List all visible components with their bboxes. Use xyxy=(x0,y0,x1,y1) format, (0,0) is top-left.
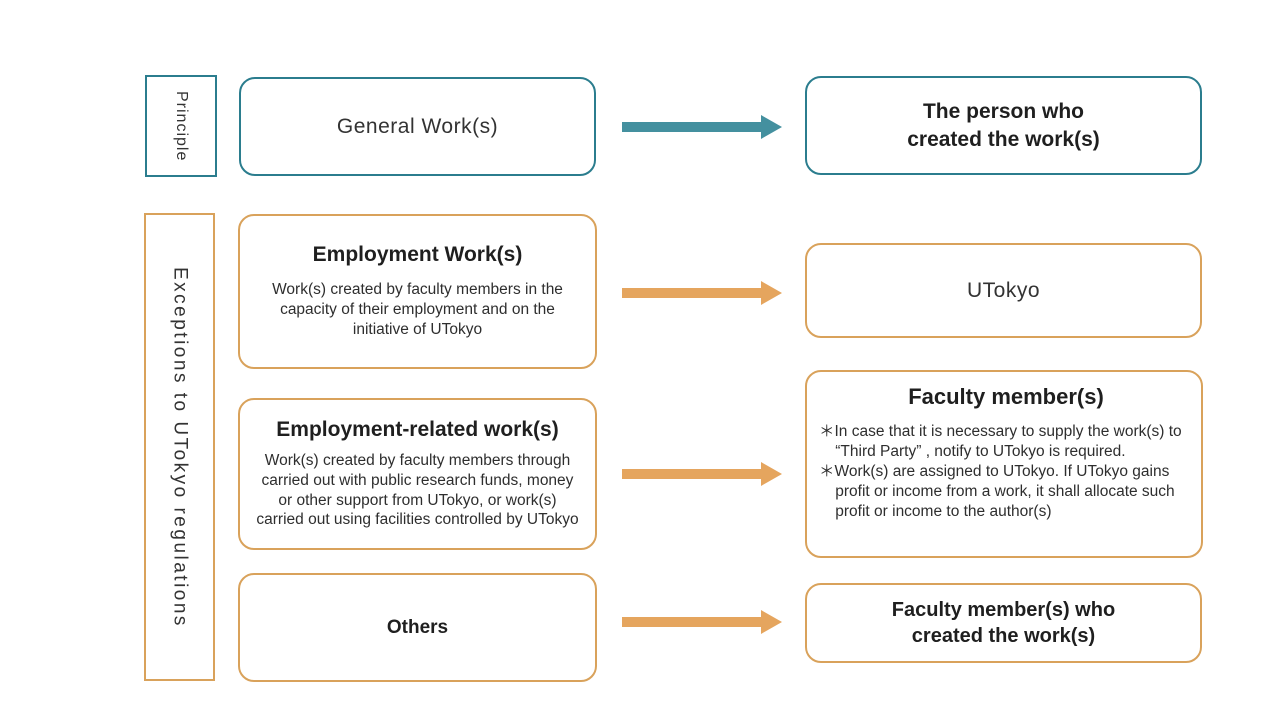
arrow-head xyxy=(761,610,782,634)
right-arrow-icon xyxy=(622,462,782,486)
utokyo-title: UTokyo xyxy=(966,278,1041,302)
arrow-shaft xyxy=(622,122,761,132)
arrow-head xyxy=(761,115,782,139)
employment-related-title: Employment-related work(s) xyxy=(276,417,559,441)
arrow-shaft xyxy=(622,617,761,627)
employment-related-description: Work(s) created by faculty members throu… xyxy=(256,451,579,529)
faculty-members-notes: ＊In case that it is necessary to supply … xyxy=(819,422,1193,522)
principle-label: Principle xyxy=(173,90,190,162)
employment-works-description: Work(s) created by faculty members in th… xyxy=(272,281,563,338)
arrow-head xyxy=(761,462,782,486)
right-arrow-icon xyxy=(622,115,782,139)
faculty-who-created-box: Faculty member(s) who created the work(s… xyxy=(805,583,1202,663)
employment-related-box: Employment-related work(s) Work(s) creat… xyxy=(238,398,597,550)
employment-works-title: Employment Work(s) xyxy=(312,243,523,267)
faculty-members-box: Faculty member(s) ＊In case that it is ne… xyxy=(805,370,1203,558)
arrow-head xyxy=(761,281,782,305)
others-title: Others xyxy=(386,616,449,638)
employment-works-box: Employment Work(s) Work(s) created by fa… xyxy=(238,214,597,369)
exceptions-label: Exceptions to UTokyo regulations xyxy=(169,266,191,628)
faculty-note: ＊Work(s) are assigned to UTokyo. If UTok… xyxy=(819,462,1175,520)
utokyo-box: UTokyo xyxy=(805,243,1202,338)
general-works-title: General Work(s) xyxy=(336,114,499,138)
exceptions-label-box: Exceptions to UTokyo regulations xyxy=(144,213,215,681)
faculty-who-created-title: Faculty member(s) who created the work(s… xyxy=(891,598,1116,647)
faculty-members-title: Faculty member(s) xyxy=(908,384,1104,409)
right-arrow-icon xyxy=(622,281,782,305)
general-works-box: General Work(s) xyxy=(239,77,596,176)
others-box: Others xyxy=(238,573,597,682)
arrow-shaft xyxy=(622,469,761,479)
arrow-shaft xyxy=(622,288,761,298)
principle-label-box: Principle xyxy=(145,75,217,177)
person-created-title: The person who created the work(s) xyxy=(907,99,1100,151)
person-created-box: The person who created the work(s) xyxy=(805,76,1202,175)
right-arrow-icon xyxy=(622,610,782,634)
faculty-note: ＊In case that it is necessary to supply … xyxy=(819,423,1182,460)
